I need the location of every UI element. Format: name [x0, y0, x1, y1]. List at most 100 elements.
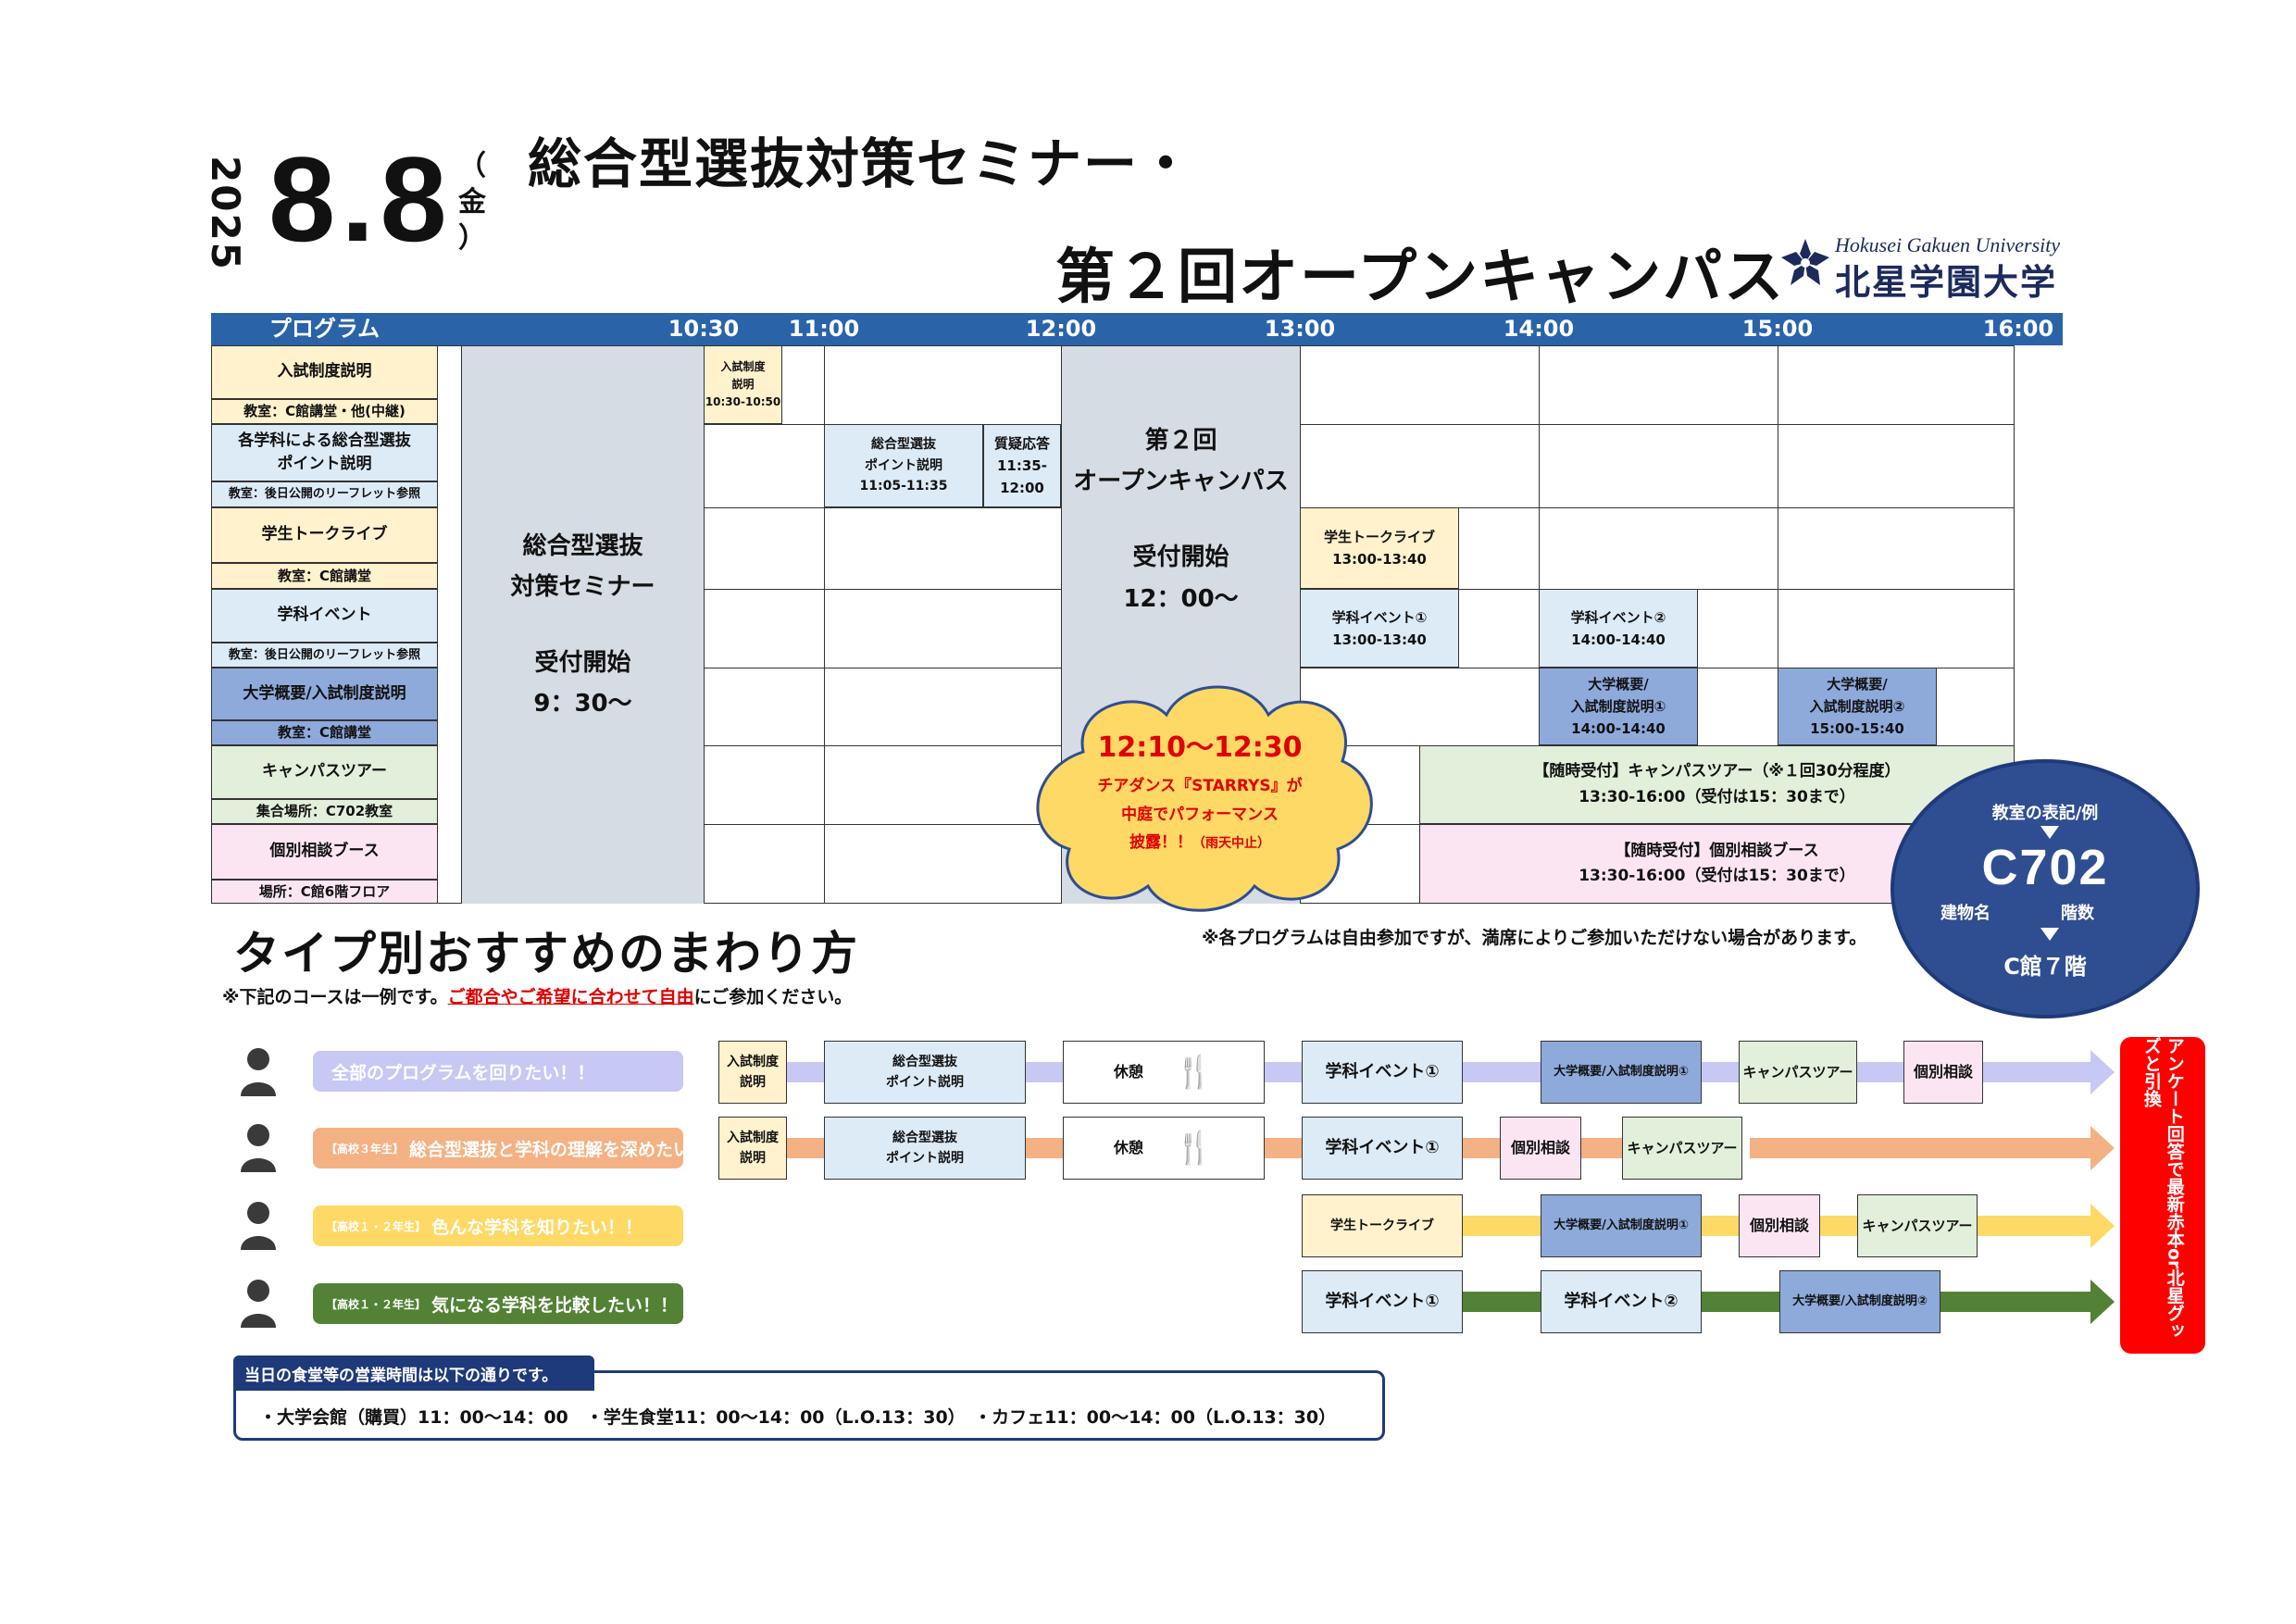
program-room: 教室：後日公開のリーフレット参照	[211, 481, 438, 507]
col-line	[461, 345, 462, 904]
event-campus-tour: 【随時受付】キャンパスツアー（※１回30分程度）13:30-16:00（受付は1…	[1419, 745, 2015, 824]
university-logo: Hokusei Gakuen University 北星学園大学	[1778, 233, 2065, 303]
route-box-consult: 個別相談	[1500, 1117, 1581, 1180]
route-arrow	[1940, 1280, 2115, 1324]
program-room: 教室：C館講堂	[211, 720, 438, 745]
route-box-points: 総合型選抜ポイント説明	[824, 1041, 1026, 1104]
program-name: 大学概要/入試制度説明	[211, 668, 438, 720]
person-icon	[241, 1280, 276, 1328]
room-note-title: 教室の表記/例	[1991, 804, 2099, 823]
star-logo-icon	[1781, 239, 1829, 285]
fork-knife-icon: 🍴	[1174, 1129, 1215, 1167]
time-label: 10:30	[668, 316, 740, 342]
col-line	[1539, 345, 1540, 745]
program-name: キャンパスツアー	[211, 745, 438, 799]
program-header: プログラム	[211, 313, 438, 345]
seminar-block: 総合型選抜 対策セミナー 受付開始 9：30〜	[462, 346, 704, 904]
route-arrow	[1983, 1050, 2115, 1094]
cafeteria-header: 当日の食堂等の営業時間は以下の通りです。	[233, 1355, 594, 1391]
route-arrow	[1978, 1204, 2115, 1248]
route-connector	[1820, 1216, 1857, 1236]
route-connector	[1463, 1062, 1541, 1082]
route-type-explore: 【高校１・２年生】色んな学科を知りたい！！	[313, 1206, 683, 1246]
routes-title: タイプ別おすすめのまわり方	[233, 927, 859, 981]
route-box-tour: キャンパスツアー	[1857, 1194, 1978, 1257]
route-connector	[1265, 1138, 1302, 1158]
route-connector	[1581, 1138, 1622, 1158]
logo-english: Hokusei Gakuen University	[1835, 233, 2061, 256]
route-box-overview1: 大学概要/入試制度説明①	[1541, 1194, 1702, 1257]
route-box-tour: キャンパスツアー	[1739, 1041, 1857, 1104]
route-box-overview1: 大学概要/入試制度説明①	[1541, 1041, 1702, 1104]
route-box-dept1: 学科イベント①	[1302, 1041, 1463, 1104]
row-line	[704, 745, 2015, 746]
cheer-rain-note: （雨天中止）	[1192, 836, 1270, 852]
program-name: 学科イベント	[211, 589, 438, 643]
col-line	[1061, 345, 1062, 904]
time-label: 13:00	[1264, 316, 1336, 342]
fork-knife-icon: 🍴	[1174, 1053, 1215, 1091]
route-box-points: 総合型選抜ポイント説明	[824, 1117, 1026, 1180]
survey-reward-banner: アンケート回答で最新赤本or北星グッズと引換	[2120, 1037, 2205, 1354]
route-box-dept1: 学科イベント①	[1302, 1117, 1463, 1180]
program-room: 教室：後日公開のリーフレット参照	[211, 643, 438, 668]
route-box-overview2: 大学概要/入試制度説明②	[1779, 1270, 1940, 1333]
time-label: 14:00	[1503, 316, 1575, 342]
route-box-talk: 学生トークライブ	[1302, 1194, 1463, 1257]
route-box-consult: 個別相談	[1739, 1194, 1820, 1257]
program-name: 各学科による総合型選抜 ポイント説明	[211, 424, 438, 481]
row-line	[704, 424, 2015, 425]
cafeteria-hours: ・大学会館（購買）11：00〜14：00 ・学生食堂11：00〜14：00（L.…	[259, 1407, 1337, 1428]
cloud-shape	[1036, 685, 1373, 912]
route-box-admission: 入試制度説明	[718, 1041, 787, 1104]
free-participation-note: ※各プログラムは自由参加ですが、満席によりご参加いただけない場合があります。	[1202, 928, 1867, 948]
route-box-rest: 休憩🍴	[1063, 1117, 1265, 1180]
weekday: （金）	[458, 150, 486, 255]
route-box-consult: 個別相談	[1903, 1041, 1983, 1104]
cafeteria-box	[233, 1370, 1385, 1441]
logo-japanese: 北星学園大学	[1835, 262, 2058, 303]
route-connector	[1463, 1292, 1541, 1312]
route-connector	[1026, 1062, 1063, 1082]
down-arrow-icon	[2040, 826, 2059, 839]
cheer-line1: チアダンス『STARRYS』が	[1097, 777, 1303, 795]
route-connector	[1463, 1216, 1541, 1236]
program-name: 個別相談ブース	[211, 824, 438, 880]
program-name: 入試制度説明	[211, 345, 438, 399]
room-floor-label: 階数	[2061, 904, 2094, 923]
program-room: 集合場所：C702教室	[211, 799, 438, 824]
person-icon	[241, 1048, 276, 1096]
route-connector	[1857, 1062, 1903, 1082]
col-line	[824, 345, 825, 904]
title-line-2: 第２回オープンキャンパス	[1055, 244, 1786, 312]
program-room: 場所：C館6階フロア	[211, 880, 438, 904]
route-connector	[1463, 1138, 1500, 1158]
routes-note: ※下記のコースは一例です。ご都合やご希望に合わせて自由にご参加ください。	[222, 987, 853, 1007]
room-code: C702	[1981, 840, 2109, 895]
route-type-all: 全部のプログラムを回りたい！！	[313, 1051, 683, 1092]
room-notation-example: 教室の表記/例 C702 建物名 階数 C館７階	[1890, 759, 2200, 1018]
cheer-line3: 披露！！	[1129, 833, 1192, 853]
grid-header-bar	[211, 313, 2063, 345]
event-date: 8.8	[268, 131, 453, 267]
cheer-time: 12:10〜12:30	[1097, 731, 1303, 764]
route-connector	[1026, 1138, 1063, 1158]
route-connector	[1702, 1062, 1739, 1082]
time-label: 11:00	[788, 316, 860, 342]
route-box-admission: 入試制度説明	[718, 1117, 787, 1180]
route-arrow	[1750, 1126, 2115, 1170]
time-label: 12:00	[1025, 316, 1097, 342]
cheer-line2: 中庭でパフォーマンス	[1121, 805, 1279, 824]
route-connector	[1702, 1292, 1779, 1312]
route-type-grade3: 【高校３年生】総合型選抜と学科の理解を深めたい！！	[313, 1128, 726, 1168]
person-icon	[241, 1124, 276, 1172]
room-building-label: 建物名	[1940, 904, 1990, 923]
cheer-dance-callout: 12:10〜12:30 チアダンス『STARRYS』が 中庭でパフォーマンス 披…	[1018, 668, 1381, 918]
route-box-dept2: 学科イベント②	[1541, 1270, 1702, 1333]
